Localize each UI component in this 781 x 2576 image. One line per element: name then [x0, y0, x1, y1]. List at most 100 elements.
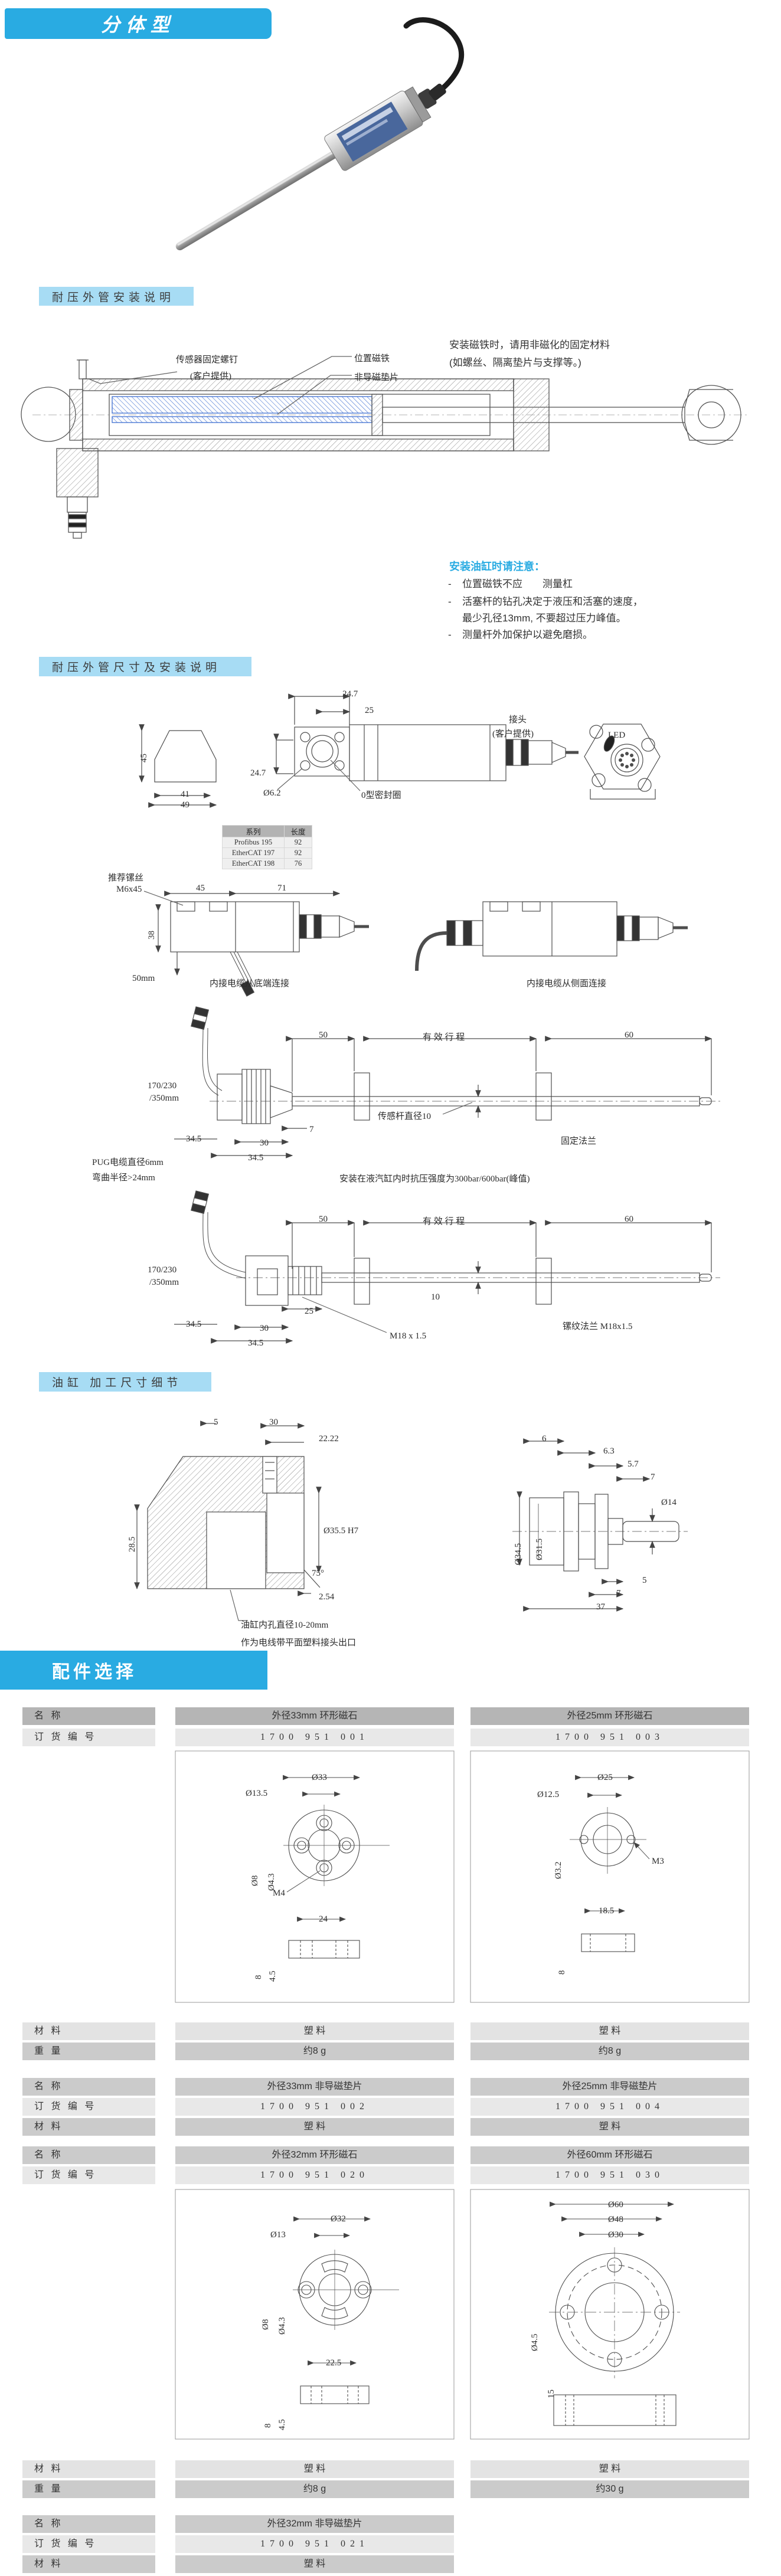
page-title: 分体型 — [100, 14, 175, 35]
order-number: 1700 951 020 — [175, 2166, 454, 2184]
cylinder-note-2b: 最少孔径13mm, 不要超过压力峰值。 — [448, 610, 626, 624]
table-row: EtherCAT 198 76 — [222, 858, 312, 869]
table-row-name-block1: 名 称 外径33mm 环形磁石 外径25mm 环形磁石 — [0, 1707, 781, 1725]
cylinder-install-diagram — [21, 356, 750, 539]
order-number: 1700 951 003 — [470, 1729, 749, 1746]
row-label: 名 称 — [22, 1707, 155, 1725]
cylinder-note-2: -活塞杆的钻孔决定于液压和活塞的速度， — [448, 593, 643, 608]
bullet-dash: - — [448, 578, 452, 590]
accessory-name: 外径33mm 环形磁石 — [175, 1707, 454, 1725]
row-label: 材 料 — [22, 2022, 155, 2040]
table-row: EtherCAT 197 92 — [222, 847, 312, 859]
sensor-body-views — [143, 891, 688, 997]
row-label: 材 料 — [22, 2118, 155, 2136]
section-title: 耐压外管安装说明 — [52, 291, 175, 304]
machining-detail-right — [512, 1438, 688, 1612]
row-label: 订 货 编 号 — [22, 2166, 155, 2184]
table-row-name-block2: 名 称 外径33mm 非导磁垫片 外径25mm 非导磁垫片 — [0, 2078, 781, 2096]
bullet-dash: - — [448, 596, 452, 607]
material-value: 塑 料 — [175, 2555, 454, 2573]
section-title: 配件选择 — [52, 1662, 137, 1682]
section-header-dimensions: 耐压外管尺寸及安装说明 — [39, 657, 251, 676]
cylinder-note-1: -位置磁铁不应 测量杠 — [448, 575, 573, 590]
accessory-name: 外径32mm 环形磁石 — [175, 2146, 454, 2164]
accessory-33mm-ring-magnet — [283, 1775, 390, 1959]
accessory-60mm-ring-magnet — [549, 2201, 680, 2426]
table-row-material-block1: 材 料 塑 料 塑 料 — [0, 2022, 781, 2040]
cylinder-note-3: -测量杆外加保护以避免磨损。 — [448, 626, 593, 641]
section-header-accessories: 配件选择 — [0, 1651, 267, 1690]
bullet-dash: - — [448, 629, 452, 640]
table-row-material-block4: 材 料 塑 料 — [0, 2555, 781, 2573]
accessory-name: 外径60mm 环形磁石 — [470, 2146, 749, 2164]
table-row-order-block3: 订 货 编 号 1700 951 020 1700 951 030 — [0, 2166, 781, 2184]
weight-value: 约8 g — [175, 2480, 454, 2498]
series-length-table: 系列 长度 Profibus 195 92 EtherCAT 197 92 Et… — [222, 825, 312, 869]
table-row-name-block3: 名 称 外径32mm 环形磁石 外径60mm 环形磁石 — [0, 2146, 781, 2164]
table-row-order-block1: 订 货 编 号 1700 951 001 1700 951 003 — [0, 1729, 781, 1746]
row-label: 订 货 编 号 — [22, 2535, 155, 2553]
accessory-32mm-ring-magnet — [293, 2216, 399, 2404]
row-label: 材 料 — [22, 2460, 155, 2478]
machining-detail-left — [134, 1420, 322, 1621]
material-value: 塑 料 — [470, 2118, 749, 2136]
order-number: 1700 951 030 — [470, 2166, 749, 2184]
table-row-weight-block1: 重 量 约8 g 约8 g — [0, 2043, 781, 2060]
material-value: 塑 料 — [175, 2022, 454, 2040]
series-length: 92 — [284, 837, 312, 848]
weight-value: 约8 g — [470, 2043, 749, 2060]
row-label: 名 称 — [22, 2515, 155, 2533]
table-header-row: 系列 长度 — [222, 825, 312, 837]
table-row-order-block4: 订 货 编 号 1700 951 021 — [0, 2535, 781, 2553]
section-header-install: 耐压外管安装说明 — [39, 287, 194, 306]
note-text: 位置磁铁不应 测量杠 — [462, 578, 573, 590]
magnet-install-note-line1: 安装磁铁时，请用非磁化的固定材料 — [449, 339, 610, 351]
series-name: EtherCAT 197 — [222, 847, 285, 859]
section-header-machining: 油缸 加工尺寸细节 — [39, 1372, 211, 1392]
accessory-name: 外径25mm 非导磁垫片 — [470, 2078, 749, 2096]
material-value: 塑 料 — [175, 2118, 454, 2136]
row-label: 订 货 编 号 — [22, 1729, 155, 1746]
order-number: 1700 951 021 — [175, 2535, 454, 2553]
note-text: 活塞杆的钻孔决定于液压和活塞的速度， — [462, 596, 643, 607]
order-number: 1700 951 004 — [470, 2098, 749, 2116]
material-value: 塑 料 — [470, 2460, 749, 2478]
accessory-25mm-ring-magnet — [570, 1775, 650, 1952]
section-title: 耐压外管尺寸及安装说明 — [52, 662, 221, 674]
table-row-name-block4: 名 称 外径32mm 非导磁垫片 — [0, 2515, 781, 2533]
section-title: 油缸 加工尺寸细节 — [52, 1377, 182, 1389]
order-number: 1700 951 001 — [175, 1729, 454, 1746]
row-label: 材 料 — [22, 2555, 155, 2573]
rod-threaded-flange-view — [174, 1190, 720, 1344]
order-number: 1700 951 002 — [175, 2098, 454, 2116]
col-length: 长度 — [284, 825, 312, 837]
table-row-material-block3: 材 料 塑 料 塑 料 — [0, 2460, 781, 2478]
series-length: 92 — [284, 847, 312, 859]
row-label: 重 量 — [22, 2043, 155, 2060]
page-title-banner: 分体型 — [5, 8, 272, 39]
table-row-weight-block3: 重 量 约8 g 约30 g — [0, 2480, 781, 2498]
rod-fixing-flange-view — [174, 1006, 720, 1158]
row-label: 订 货 编 号 — [22, 2098, 155, 2116]
cylinder-notes-title: 安装油缸时请注意： — [449, 561, 545, 572]
product-photo — [175, 17, 465, 251]
series-name: Profibus 195 — [222, 837, 285, 848]
col-series: 系列 — [222, 825, 285, 837]
row-label: 名 称 — [22, 2146, 155, 2164]
row-label: 名 称 — [22, 2078, 155, 2096]
material-value: 塑 料 — [175, 2460, 454, 2478]
table-row-material-block2: 材 料 塑 料 塑 料 — [0, 2118, 781, 2136]
weight-value: 约30 g — [470, 2480, 749, 2498]
weight-value: 约8 g — [175, 2043, 454, 2060]
series-length: 76 — [284, 858, 312, 869]
accessory-panels — [175, 1750, 750, 2440]
series-name: EtherCAT 198 — [222, 858, 285, 869]
row-label: 重 量 — [22, 2480, 155, 2498]
outer-tube-views — [139, 693, 661, 808]
note-text: 测量杆外加保护以避免磨损。 — [462, 629, 593, 640]
material-value: 塑 料 — [470, 2022, 749, 2040]
table-row-order-block2: 订 货 编 号 1700 951 002 1700 951 004 — [0, 2098, 781, 2116]
accessory-name: 外径33mm 非导磁垫片 — [175, 2078, 454, 2096]
